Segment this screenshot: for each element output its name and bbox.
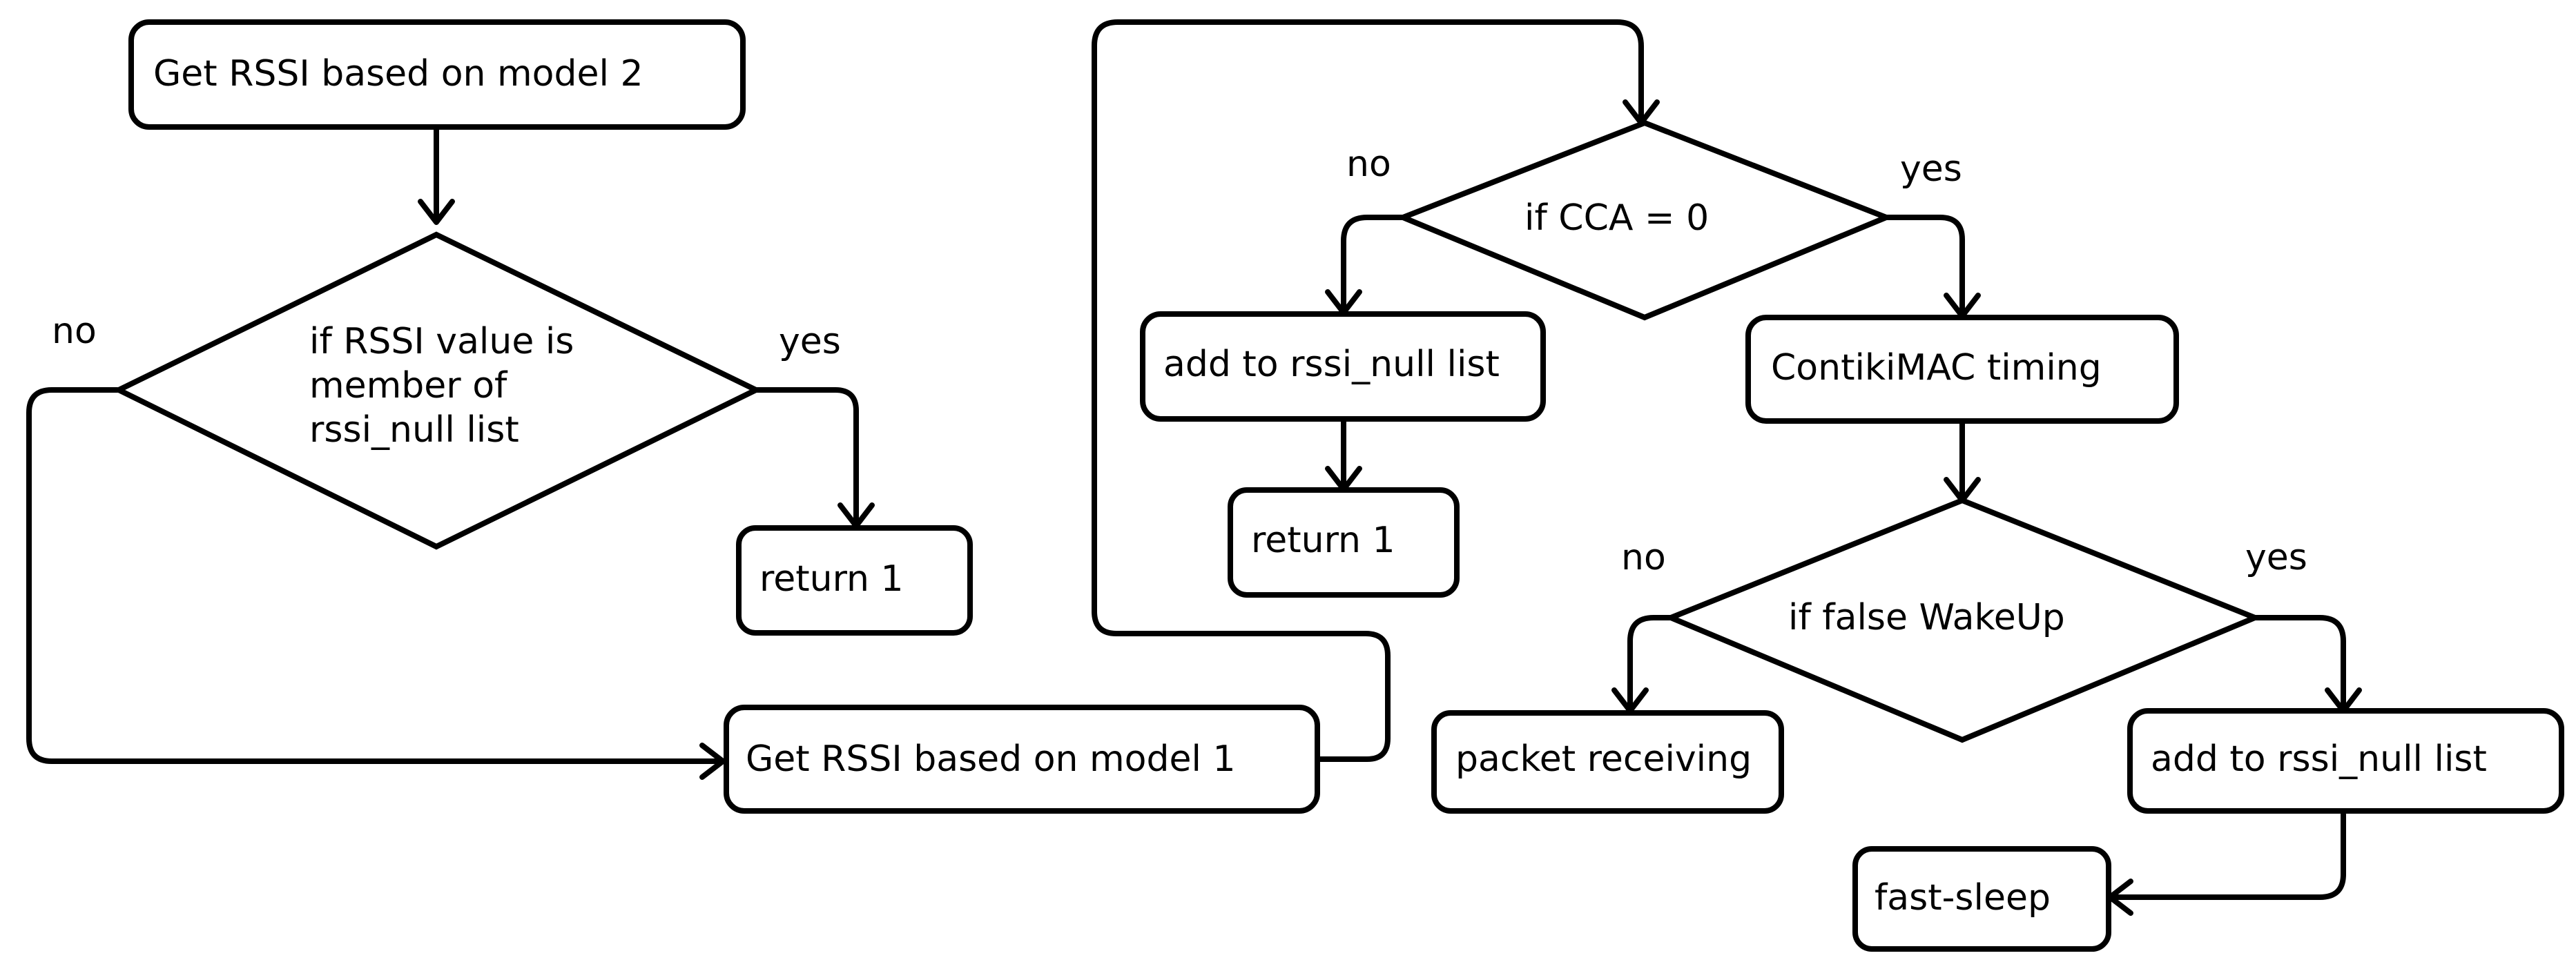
add-rssi-null-top-label: add to rssi_null list <box>1163 344 1500 385</box>
packet-receiving-label: packet receiving <box>1455 738 1752 780</box>
wakeup-yes-tag: yes <box>2245 537 2307 578</box>
cca-yes-tag: yes <box>1900 148 1962 190</box>
get-rssi-model2-box: Get RSSI based on model 2 <box>128 19 746 130</box>
arrowhead <box>418 199 455 225</box>
fast-sleep-box: fast-sleep <box>1852 846 2111 952</box>
return1-mid-box: return 1 <box>1228 487 1460 598</box>
get-rssi-model2-label: Get RSSI based on model 2 <box>153 53 643 95</box>
edge-rssi-no-to-model1 <box>26 387 721 764</box>
rssi-member-decision: if RSSI value is member of rssi_null lis… <box>112 231 763 550</box>
get-rssi-model1-box: Get RSSI based on model 1 <box>724 705 1320 814</box>
edge-cca-no-to-add-list <box>1341 215 1404 311</box>
return1-left-label: return 1 <box>759 558 904 600</box>
false-wakeup-decision: if false WakeUp <box>1663 497 2263 743</box>
arrowhead <box>699 743 726 780</box>
return1-mid-label: return 1 <box>1251 520 1395 561</box>
edge-add-list-to-fast-sleep <box>2111 812 2346 900</box>
cca-decision-label: if CCA = 0 <box>1524 197 1709 239</box>
contikimac-timing-box: ContikiMAC timing <box>1745 315 2179 424</box>
cca-decision: if CCA = 0 <box>1395 119 1894 321</box>
rssi-decision-line3: rssi_null list <box>309 409 519 451</box>
contikimac-timing-label: ContikiMAC timing <box>1771 347 2102 389</box>
add-rssi-null-bottom-box: add to rssi_null list <box>2127 708 2564 814</box>
add-rssi-null-bottom-label: add to rssi_null list <box>2151 738 2487 780</box>
rssi-decision-line1: if RSSI value is <box>309 321 574 362</box>
fast-sleep-label: fast-sleep <box>1875 877 2051 919</box>
get-rssi-model1-label: Get RSSI based on model 1 <box>746 738 1236 780</box>
edge-wakeup-no-to-packet-receiving <box>1627 615 1674 709</box>
edge-rssi-yes-to-return <box>753 387 859 524</box>
return1-left-box: return 1 <box>736 525 973 636</box>
rssi-yes-tag: yes <box>779 321 841 362</box>
rssi-decision-line2: member of <box>309 365 508 406</box>
add-rssi-null-top-box: add to rssi_null list <box>1140 311 1546 422</box>
edge-cca-yes-to-contikimac <box>1883 215 1965 315</box>
edge-model1-to-cca-decision <box>1092 19 1644 762</box>
edge-wakeup-yes-to-add-list <box>2252 615 2346 709</box>
wakeup-no-tag: no <box>1621 537 1666 578</box>
cca-no-tag: no <box>1346 144 1391 185</box>
packet-receiving-box: packet receiving <box>1431 710 1784 814</box>
rssi-no-tag: no <box>52 311 97 352</box>
false-wakeup-label: if false WakeUp <box>1788 597 2065 638</box>
